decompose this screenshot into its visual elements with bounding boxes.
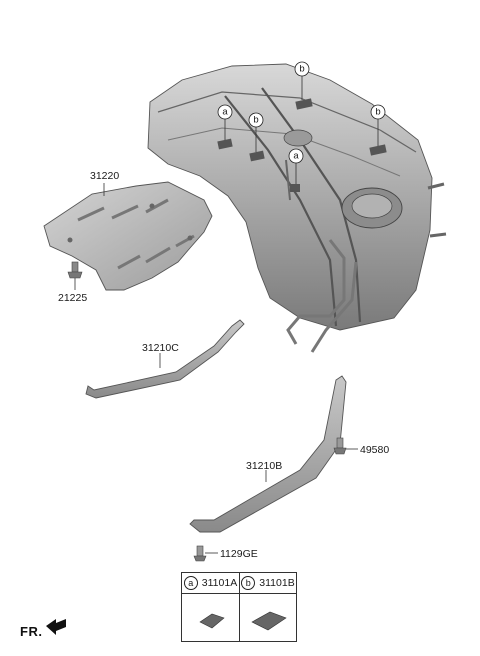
band-clip-1129ge	[193, 545, 207, 562]
label-1129ge: 1129GE	[220, 548, 258, 560]
svg-text:b: b	[253, 115, 258, 126]
legend-marker-a: a	[183, 576, 198, 590]
svg-text:a: a	[293, 151, 299, 162]
marker-a-center: a	[288, 148, 304, 164]
band-bolt-49580	[333, 437, 347, 455]
protector-plate	[43, 181, 213, 291]
legend-header-a: a 31101A	[182, 573, 239, 593]
label-21225: 21225	[58, 292, 87, 304]
protector-bolt	[67, 261, 83, 279]
svg-text:b: b	[299, 64, 304, 75]
label-31210c: 31210C	[142, 342, 179, 354]
legend-part-b: 31101B	[259, 577, 295, 589]
legend-table: a 31101A b 31101B	[181, 572, 297, 642]
svg-text:b: b	[375, 107, 380, 118]
legend-marker-b: b	[241, 576, 256, 590]
band-31210c	[85, 319, 245, 399]
marker-a-left: a	[217, 104, 233, 120]
marker-b-middle: b	[248, 112, 264, 128]
label-31220: 31220	[90, 170, 119, 182]
front-arrow-icon	[46, 619, 66, 635]
legend-cell-a: a 31101A	[181, 572, 240, 642]
pad-31101b-icon	[251, 611, 287, 631]
band-31210b	[189, 375, 347, 533]
legend-part-a: 31101A	[201, 577, 238, 589]
legend-cell-b: b 31101B	[239, 572, 297, 642]
front-direction-label: FR.	[20, 624, 43, 639]
svg-text:a: a	[222, 107, 228, 118]
legend-header-b: b 31101B	[240, 573, 296, 593]
marker-b-top: b	[294, 61, 310, 77]
pad-31101a-icon	[199, 613, 225, 629]
fuel-tank	[147, 63, 447, 353]
label-49580: 49580	[360, 444, 389, 456]
marker-b-right: b	[370, 104, 386, 120]
label-31210b: 31210B	[246, 460, 282, 472]
